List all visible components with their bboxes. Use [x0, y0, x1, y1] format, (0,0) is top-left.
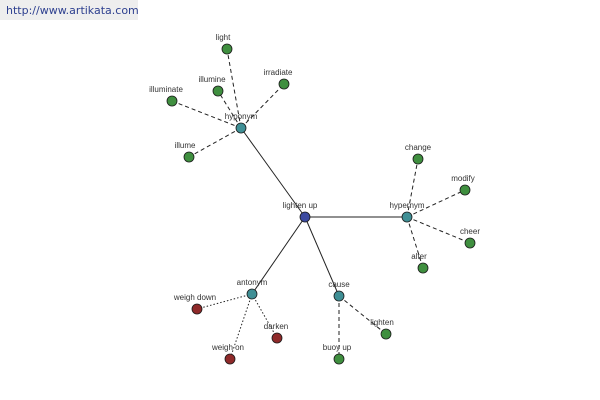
node-label-modify: modify: [451, 174, 475, 183]
node-weigh-on[interactable]: [224, 353, 236, 365]
node-label-darken: darken: [264, 322, 288, 331]
node-lighten-up[interactable]: [299, 211, 311, 223]
labels-layer: lighten up hyponym hypernym antonym cause lig…: [149, 33, 480, 352]
edge-hypernym-alter: [406, 216, 424, 269]
edge-hypernym-cheer: [406, 216, 471, 244]
node-cause[interactable]: [333, 290, 345, 302]
node-antonym[interactable]: [246, 288, 258, 300]
node-change[interactable]: [412, 153, 424, 165]
node-illuminate[interactable]: [166, 95, 178, 107]
node-illume[interactable]: [183, 151, 195, 163]
node-buoy-up[interactable]: [333, 353, 345, 365]
edge-hyponym-illume: [188, 127, 242, 158]
node-irradiate[interactable]: [278, 78, 290, 90]
node-label-alter: alter: [411, 252, 427, 261]
edge-antonym-weigh-down: [196, 293, 253, 310]
edge-lighten-up-cause: [304, 216, 340, 297]
node-hypernym[interactable]: [401, 211, 413, 223]
edge-hypernym-modify: [406, 189, 466, 218]
node-illumine[interactable]: [212, 85, 224, 97]
node-alter[interactable]: [417, 262, 429, 274]
node-label-light: light: [216, 33, 231, 42]
edge-hypernym-change: [406, 158, 419, 218]
edges-layer: [171, 48, 471, 360]
node-label-cause: cause: [328, 280, 350, 289]
node-weigh-down[interactable]: [191, 303, 203, 315]
edge-antonym-darken: [251, 293, 278, 339]
edge-lighten-up-hyponym: [240, 127, 306, 218]
node-label-weigh-down: weigh down: [173, 293, 216, 302]
nodes-layer: [166, 43, 476, 365]
node-modify[interactable]: [459, 184, 471, 196]
node-label-buoy-up: buoy up: [323, 343, 352, 352]
node-label-illume: illume: [175, 141, 196, 150]
edge-hyponym-illuminate: [171, 100, 242, 129]
node-label-illuminate: illuminate: [149, 85, 183, 94]
node-label-lighten: lighten: [370, 318, 394, 327]
node-label-change: change: [405, 143, 432, 152]
node-hyponym[interactable]: [235, 122, 247, 134]
node-label-cheer: cheer: [460, 227, 480, 236]
node-darken[interactable]: [271, 332, 283, 344]
node-label-irradiate: irradiate: [264, 68, 293, 77]
edge-hyponym-irradiate: [240, 83, 285, 129]
node-label-weigh-on: weigh on: [211, 343, 244, 352]
edge-cause-lighten: [338, 295, 387, 335]
node-label-lighten-up: lighten up: [283, 201, 318, 210]
node-label-illumine: illumine: [198, 75, 226, 84]
source-link-box[interactable]: http://www.artikata.com: [0, 0, 139, 20]
node-lighten[interactable]: [380, 328, 392, 340]
node-cheer[interactable]: [464, 237, 476, 249]
source-link-text[interactable]: http://www.artikata.com: [6, 4, 139, 17]
edge-hyponym-light: [226, 48, 242, 129]
node-label-hypernym: hypernym: [389, 201, 424, 210]
edge-lighten-up-antonym: [251, 216, 306, 295]
edge-antonym-weigh-on: [229, 293, 253, 360]
node-label-hyponym: hyponym: [225, 112, 258, 121]
edge-hyponym-illumine: [217, 90, 242, 129]
node-label-antonym: antonym: [237, 278, 268, 287]
node-light[interactable]: [221, 43, 233, 55]
